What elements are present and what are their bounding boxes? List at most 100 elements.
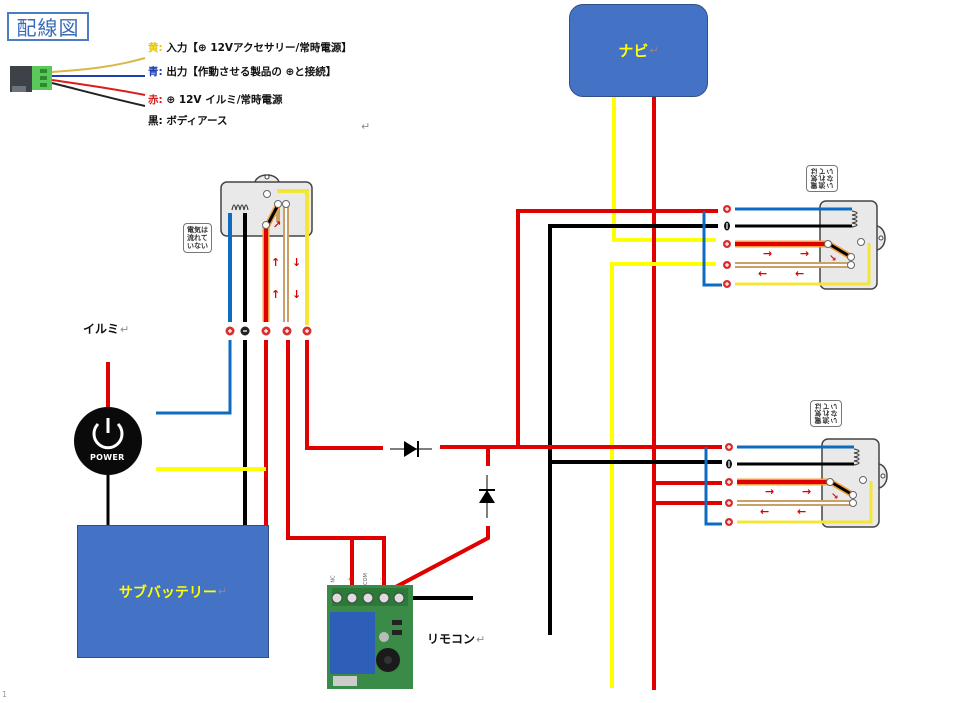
arrow-right-icon: → [802, 485, 811, 498]
note-line: 流れて [822, 403, 830, 424]
switch-contact [857, 238, 865, 246]
wire-blue-to-power-switch [156, 340, 232, 415]
wire-blue-relay2-loop [704, 447, 722, 526]
return-mark: ↵ [476, 633, 486, 646]
screw-terminal [362, 592, 374, 604]
switch-contact [847, 253, 855, 261]
screw-terminal [331, 592, 343, 604]
legend-text: 入力【⊕ 12Vアクセサリー/常時電源】 [166, 42, 352, 54]
remote-relay-board [327, 585, 413, 689]
sub-battery-label: サブバッテリー [118, 584, 217, 601]
connector-illustration [10, 57, 146, 107]
sub-battery-box: サブバッテリー↵ [77, 525, 269, 658]
wire-black-ground-trunk [548, 224, 718, 635]
wire-red-to-relay1-plus [516, 209, 718, 445]
arrow-left-icon: ← [797, 505, 806, 518]
legend-text: 出力【作動させる製品の ⊕と接続】 [166, 66, 337, 78]
arrow-left-icon: ← [795, 267, 804, 280]
screw-terminal [346, 592, 358, 604]
arrow-up-icon: ↑ [271, 288, 280, 301]
switch-contact [262, 221, 270, 229]
arrow-left-icon: ← [760, 505, 769, 518]
diode-triangle [404, 441, 417, 457]
connector-wire-yellow [51, 57, 146, 73]
arrow-up-icon: ↑ [271, 256, 280, 269]
relay-component [330, 612, 375, 674]
switch-contact [859, 476, 867, 484]
power-icon [92, 422, 124, 450]
switch-arm [830, 480, 854, 497]
arrow-left-icon: ← [758, 267, 767, 280]
legend-red: 赤: ⊕ 12V イルミ/常時電源 [148, 92, 283, 107]
switch-contact [849, 491, 857, 499]
return-mark: ↵ [361, 120, 371, 133]
screw-terminal [378, 592, 390, 604]
diode-triangle [479, 490, 495, 503]
relay-pin-label: + [347, 576, 354, 582]
remote-label-wrap: リモコン↵ [427, 630, 485, 647]
switch-contact [263, 190, 271, 198]
return-mark: ↵ [217, 585, 228, 598]
relay-pin-label: - [377, 578, 384, 580]
note-line: いない [826, 168, 834, 189]
relay-pin-label: COM [362, 573, 369, 585]
switch-contact [824, 240, 832, 248]
relay-wire-yellow [735, 243, 871, 286]
current-arrows: ↑ ↑ ↓ ↓ ↗ [271, 220, 301, 301]
connector-pin [40, 83, 47, 87]
wire-blue-relay1-loop [702, 211, 722, 287]
coil-icon [853, 448, 860, 466]
wire-red-to-diode1 [305, 340, 383, 450]
switch-contact [849, 499, 857, 507]
illumi-label-wrap: イルミ↵ [83, 320, 129, 337]
legend-separator: : [158, 42, 163, 54]
arrow-right-icon: → [800, 247, 809, 260]
legend-blue: 青: 出力【作動させる製品の ⊕と接続】 [148, 64, 336, 79]
relay-wire-yellow [277, 189, 309, 325]
wires [106, 97, 722, 690]
relay-right-terminals [725, 443, 733, 526]
capacitor [379, 632, 389, 642]
connector-housing-detail [12, 86, 26, 92]
wire-yellow-trunk [610, 262, 716, 688]
switch-contact [847, 261, 855, 269]
relay-left: ↑ ↑ ↓ ↓ ↗ [220, 174, 313, 336]
legend-yellow: 黄: 入力【⊕ 12Vアクセサリー/常時電源】 [148, 40, 352, 55]
chip [392, 620, 402, 625]
legend-color-name: 青 [148, 66, 159, 78]
navi-box: ナビ↵ [569, 4, 708, 97]
note-line: 電気は [187, 226, 208, 234]
wire-navi-yellow-to-relay1 [612, 97, 716, 242]
wire-red-diode2-to-remote [374, 526, 490, 600]
buzzer-center [384, 656, 392, 664]
coil-icon [231, 204, 249, 211]
legend-separator: : [158, 66, 163, 78]
relay-lower-note: 電気は 流れて いない [810, 400, 842, 427]
return-mark: ↵ [649, 44, 659, 57]
arrow-down-icon: ↓ [292, 256, 301, 269]
arrow-diagonal-icon: ↗ [273, 220, 281, 231]
arrow-right-icon: → [763, 247, 772, 260]
relay-pin-label: NC [330, 575, 337, 583]
legend-text: ⊕ 12V イルミ/常時電源 [166, 94, 283, 106]
coil-icon [851, 210, 858, 228]
note-line: 流れて [818, 168, 826, 189]
chip [392, 630, 402, 635]
legend-color-name: 黄 [148, 42, 159, 54]
power-switch-label: POWER [90, 453, 125, 462]
screw-terminal [393, 592, 405, 604]
mount-hole [880, 473, 886, 479]
legend-separator: : [158, 94, 163, 106]
note-line: 電気は [814, 403, 822, 424]
switch-contact [826, 478, 834, 486]
note-line: いない [830, 403, 838, 424]
diode-horizontal [390, 441, 432, 457]
wire-red-to-remote-com [286, 340, 386, 590]
navi-label: ナビ [618, 42, 649, 60]
power-switch-body [74, 407, 142, 475]
legend-black: 黒: ボディアース [148, 113, 227, 128]
power-switch [74, 407, 142, 475]
switch-contact [282, 200, 290, 208]
arrow-right-icon: → [765, 485, 774, 498]
